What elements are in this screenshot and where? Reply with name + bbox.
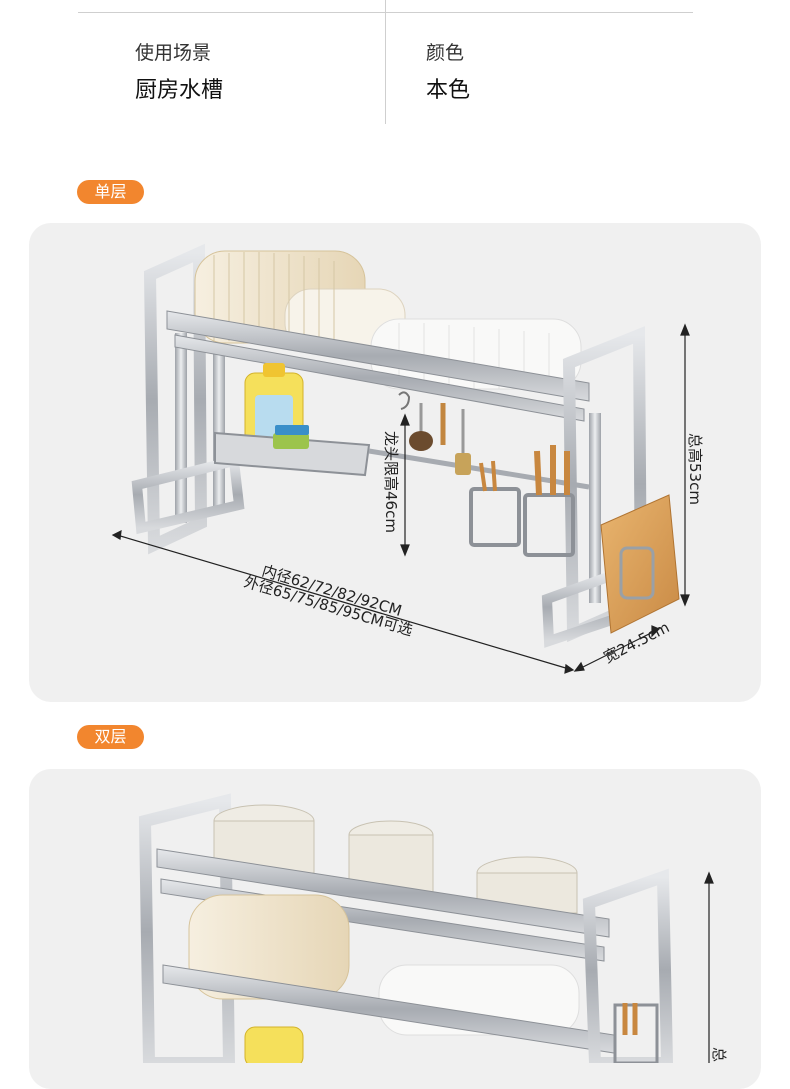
double-total-height-label: 总: [710, 1047, 728, 1062]
stacked-plates: [194, 250, 582, 390]
double-detergent-bottle: [244, 1026, 304, 1063]
faucet-height-label: 龙头限高46cm: [382, 431, 400, 533]
spec-label-color: 颜色: [426, 42, 465, 64]
double-left-frame: [138, 793, 236, 1063]
spec-divider: [385, 0, 386, 124]
spec-color: 颜色 本色: [426, 40, 470, 108]
single-layer-tag: 单层: [77, 180, 144, 204]
dimension-lines: [111, 323, 690, 674]
single-rack-illustration: 龙头限高46cm 总高53cm 内径62/72/82/92CM 外径65/75/…: [111, 243, 704, 674]
rack-left-frame: [131, 243, 245, 555]
single-layer-panel: 龙头限高46cm 总高53cm 内径62/72/82/92CM 外径65/75/…: [29, 223, 761, 702]
utensil-holders: [469, 445, 575, 557]
spec-value-color: 本色: [426, 78, 471, 103]
spec-usage: 使用场景 厨房水槽: [135, 40, 223, 108]
double-right-frame: [582, 868, 674, 1063]
spec-table: 使用场景 厨房水槽 颜色 本色: [78, 0, 693, 124]
double-layer-panel: 总: [29, 769, 761, 1089]
double-height-dimension: [704, 871, 714, 1063]
cutting-board: [600, 494, 680, 634]
double-rack-illustration: 总: [138, 793, 728, 1063]
sponge-tray: [214, 425, 371, 477]
spec-label-usage: 使用场景: [135, 42, 212, 64]
double-layer-tag: 双层: [77, 725, 144, 749]
total-height-label: 总高53cm: [686, 433, 704, 505]
spec-value-usage: 厨房水槽: [135, 78, 224, 103]
top-shelf: [166, 310, 590, 422]
